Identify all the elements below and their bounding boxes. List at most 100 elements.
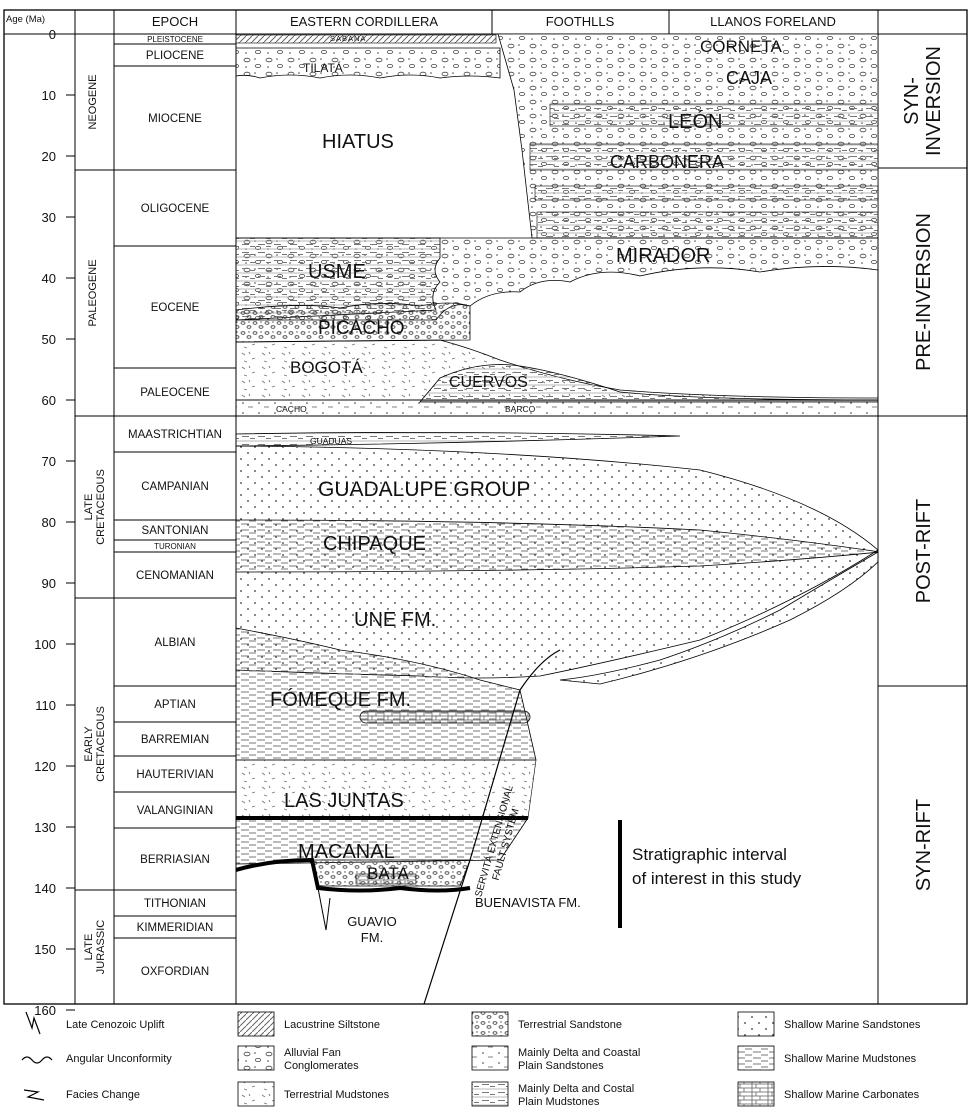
- epoch-label: PLIOCENE: [146, 50, 204, 62]
- epoch-label: TURONIAN: [154, 542, 196, 551]
- fomeque-carbonate-lens: [360, 711, 530, 723]
- legend-swatch: [738, 1046, 774, 1070]
- label-mirador: MIRADOR: [616, 245, 710, 267]
- epoch-label: EOCENE: [151, 302, 200, 314]
- legend-label: Facies Change: [66, 1089, 140, 1101]
- legend-item: Terrestrial Sandstone: [472, 1012, 622, 1036]
- label-corneta: CORNETA: [700, 37, 783, 56]
- age-tick-label: 80: [42, 515, 56, 530]
- legend-label: Terrestrial Mudstones: [284, 1089, 390, 1101]
- epoch-column: PLEISTOCENEPLIOCENEMIOCENEOLIGOCENEEOCEN…: [114, 35, 236, 1004]
- age-tick-label: 100: [34, 637, 56, 652]
- period-column: NEOGENEPALEOGENELATECRETACEOUSEARLYCRETA…: [75, 74, 114, 1004]
- carbonera-band-3: [537, 212, 878, 238]
- header-age: Age (Ma): [6, 14, 45, 25]
- epoch-label: HAUTERIVIAN: [136, 769, 213, 781]
- label-picacho: PICACHO: [318, 318, 405, 339]
- cacho-barco-layer: [236, 400, 878, 416]
- unconformity-icon: [22, 1057, 52, 1063]
- age-tick-label: 20: [42, 149, 56, 164]
- period-label: LATEJURASSIC: [83, 920, 107, 974]
- age-tick-label: 10: [42, 88, 56, 103]
- epoch-label: ALBIAN: [155, 637, 196, 649]
- label-macanal: MACANAL: [298, 841, 395, 863]
- legend-item: Shallow Marine Mudstones: [738, 1046, 917, 1070]
- age-tick-label: 70: [42, 454, 56, 469]
- age-tick-label: 0: [49, 27, 56, 42]
- legend-swatch: [238, 1046, 274, 1070]
- label-carbonera: CARBONERA: [610, 152, 724, 172]
- epoch-label: VALANGINIAN: [137, 805, 213, 817]
- epoch-label: OXFORDIAN: [141, 966, 209, 978]
- legend-label: Shallow Marine Mudstones: [784, 1053, 917, 1065]
- age-tick-label: 160: [34, 1003, 56, 1018]
- epoch-label: CAMPANIAN: [141, 481, 209, 493]
- age-tick-label: 90: [42, 576, 56, 591]
- period-label: LATECRETACEOUS: [83, 469, 107, 545]
- legend-item: Shallow Marine Sandstones: [738, 1012, 921, 1036]
- label-une: UNE FM.: [354, 609, 436, 631]
- epoch-label: BARREMIAN: [141, 734, 209, 746]
- legend-item: Angular Unconformity: [22, 1053, 172, 1065]
- epoch-label: PALEOCENE: [140, 387, 210, 399]
- legend-swatch: [238, 1082, 274, 1106]
- age-tick-label: 50: [42, 332, 56, 347]
- legend-swatch: [238, 1012, 274, 1036]
- label-buenavista: BUENAVISTA FM.: [475, 895, 581, 910]
- epoch-label: APTIAN: [154, 699, 196, 711]
- period-label: EARLYCRETACEOUS: [83, 706, 107, 782]
- epoch-label: PLEISTOCENE: [147, 35, 203, 44]
- phase-label: PRE-INVERSION: [913, 213, 935, 371]
- label-leon: LEÓN: [668, 110, 722, 133]
- age-tick-label: 150: [34, 942, 56, 957]
- legend: Late Cenozoic UpliftAngular Unconformity…: [22, 1012, 921, 1108]
- header-foothills: FOOTHLLS: [546, 14, 615, 29]
- legend-swatch: [738, 1012, 774, 1036]
- label-bata: BATA: [367, 864, 410, 883]
- phase-label: POST-RIFT: [913, 499, 935, 603]
- legend-label: Shallow Marine Carbonates: [784, 1089, 920, 1101]
- legend-swatch: [472, 1046, 508, 1070]
- age-tick-label: 120: [34, 759, 56, 774]
- label-sabana: SABANA: [330, 34, 366, 43]
- header-epoch: EPOCH: [152, 14, 198, 29]
- legend-item: Terrestrial Mudstones: [238, 1082, 390, 1106]
- age-tick-label: 60: [42, 393, 56, 408]
- label-guadalupe: GUADALUPE GROUP: [318, 478, 530, 501]
- uplift-glyph: [318, 888, 330, 930]
- facies-change-icon: [24, 1090, 44, 1100]
- label-tilata: TILATÁ: [303, 60, 343, 75]
- age-tick-label: 140: [34, 881, 56, 896]
- interval-annotation: Stratigraphic intervalof interest in thi…: [632, 845, 802, 888]
- tilata-layer: [236, 48, 500, 78]
- legend-label: Lacustrine Siltstone: [284, 1019, 380, 1031]
- label-chipaque: CHIPAQUE: [323, 533, 426, 555]
- label-cacho: CACHO: [276, 404, 307, 414]
- epoch-label: MAASTRICHTIAN: [128, 429, 222, 441]
- legend-swatch: [472, 1082, 508, 1106]
- carbonera-band-2: [535, 186, 878, 200]
- label-fomeque: FÓMEQUE FM.: [270, 688, 411, 711]
- guaduas-layer: [236, 432, 680, 446]
- legend-label: Late Cenozoic Uplift: [66, 1019, 164, 1031]
- legend-swatch: [738, 1082, 774, 1106]
- phase-label: SYN-RIFT: [913, 799, 935, 891]
- header-eastern: EASTERN CORDILLERA: [290, 14, 438, 29]
- epoch-label: KIMMERIDIAN: [137, 922, 214, 934]
- legend-swatch: [472, 1012, 508, 1036]
- label-hiatus: HIATUS: [322, 131, 394, 153]
- epoch-label: TITHONIAN: [144, 898, 206, 910]
- label-caja: CAJA: [726, 68, 772, 88]
- period-label: PALEOGENE: [87, 259, 99, 326]
- age-tick-label: 110: [35, 698, 56, 713]
- foreland-conglomerates: [498, 34, 878, 238]
- phase-label: SYN-INVERSION: [901, 46, 945, 156]
- age-tick-label: 130: [34, 820, 56, 835]
- label-barco: BARCO: [505, 404, 536, 414]
